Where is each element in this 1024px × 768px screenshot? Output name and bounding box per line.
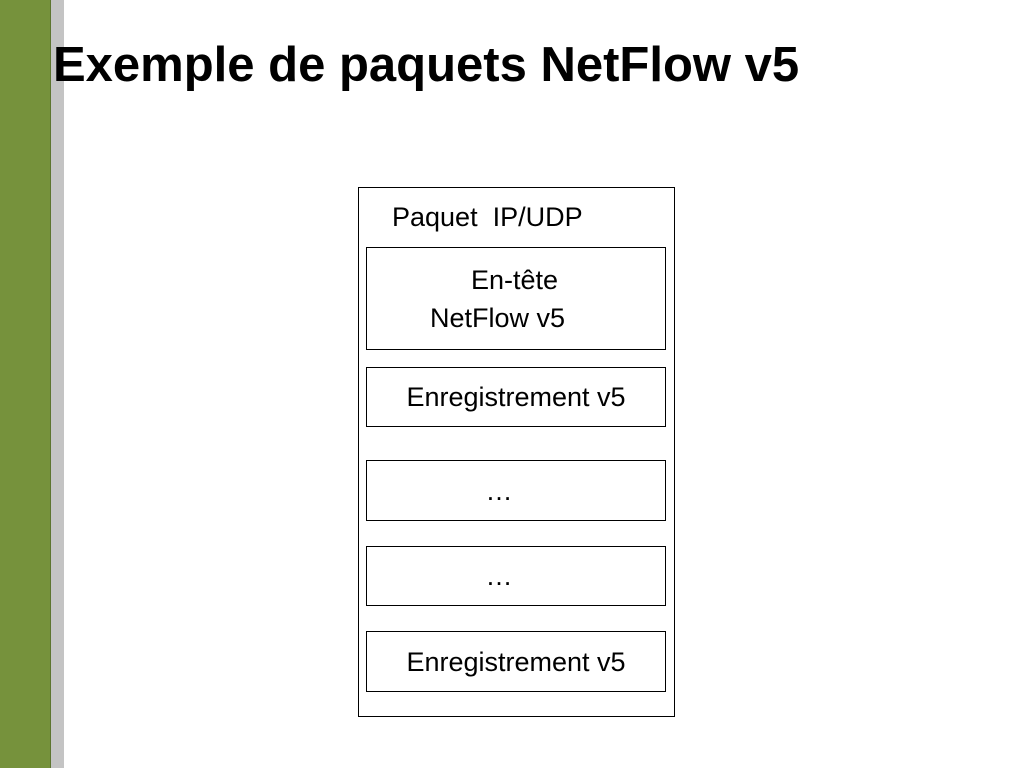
- packet-frame: [358, 187, 675, 717]
- side-bar-decoration: [0, 0, 51, 768]
- record-box-last: Enregistrement v5: [366, 631, 666, 692]
- ellipsis-box-second: …: [366, 546, 666, 606]
- ellipsis-box-first: …: [366, 460, 666, 521]
- ellipsis-label: …: [485, 561, 513, 591]
- record-label: Enregistrement v5: [406, 382, 626, 412]
- netflow-header-box: En-tête NetFlow v5: [366, 247, 666, 350]
- packet-label: Paquet IP/UDP: [392, 202, 583, 232]
- side-stripe-decoration: [51, 0, 64, 768]
- record-box-first: Enregistrement v5: [366, 367, 666, 427]
- slide-title: Exemple de paquets NetFlow v5: [53, 38, 800, 92]
- record-label: Enregistrement v5: [406, 646, 626, 677]
- header-line-1: En-tête: [471, 264, 559, 295]
- ellipsis-label: …: [485, 475, 513, 506]
- header-line-2: NetFlow v5: [430, 302, 566, 333]
